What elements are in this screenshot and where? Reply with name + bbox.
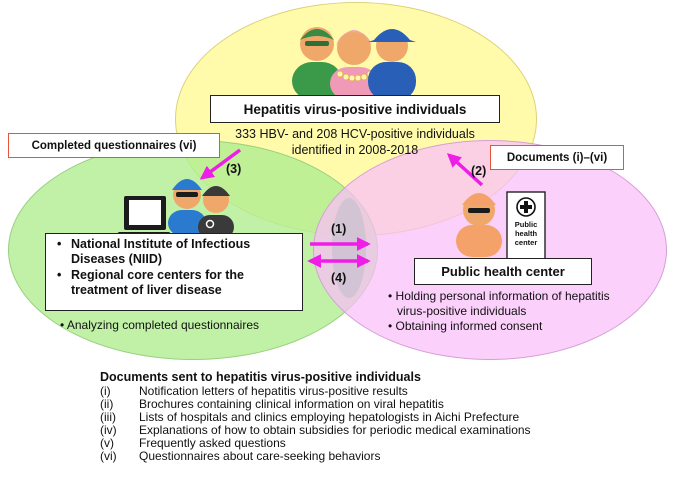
- document-text: Brochures containing clinical informatio…: [139, 397, 444, 411]
- niid-item: Regional core centers for the treatment …: [54, 268, 298, 298]
- identified-count-note: 333 HBV- and 208 HCV-positive individual…: [235, 127, 475, 157]
- step-4-label: (4): [331, 271, 347, 285]
- document-text: Frequently asked questions: [139, 436, 286, 450]
- health-staff-icon: [456, 193, 502, 257]
- document-item: (iv) Explanations of how to obtain subsi…: [100, 424, 660, 437]
- hepatitis-positive-title: Hepatitis virus-positive individuals: [243, 101, 467, 117]
- document-text: Lists of hospitals and clinics employing…: [139, 410, 520, 424]
- document-number: (vi): [100, 449, 117, 463]
- person-blue-icon: [368, 29, 416, 100]
- document-number: (iv): [100, 423, 117, 437]
- hepatitis-positive-title-box: Hepatitis virus-positive individuals: [210, 95, 500, 123]
- document-item: (ii) Brochures containing clinical infor…: [100, 398, 660, 411]
- document-number: (iii): [100, 410, 116, 424]
- public-health-center-title: Public health center: [441, 264, 565, 279]
- document-text: Notification letters of hepatitis virus-…: [139, 384, 408, 398]
- person-green-icon: [292, 27, 342, 100]
- arrow-step-2: [446, 153, 484, 187]
- document-item: (v) Frequently asked questions: [100, 437, 660, 450]
- document-item: (i) Notification letters of hepatitis vi…: [100, 385, 660, 398]
- document-item: (iii) Lists of hospitals and clinics emp…: [100, 411, 660, 424]
- sign-label: Public health center: [514, 220, 538, 247]
- document-number: (i): [100, 384, 111, 398]
- niid-list: National Institute of Infectious Disease…: [46, 234, 302, 298]
- step-1-label: (1): [331, 222, 347, 236]
- document-number: (v): [100, 436, 114, 450]
- arrow-step-3: [199, 148, 242, 180]
- phc-note: • Holding personal information of hepati…: [388, 289, 610, 318]
- documents-list: Documents sent to hepatitis virus-positi…: [100, 371, 660, 463]
- document-item: (vi) Questionnaires about care-seeking b…: [100, 450, 660, 463]
- public-health-center-title-box: Public health center: [414, 258, 592, 285]
- document-text: Explanations of how to obtain subsidies …: [139, 423, 531, 437]
- computer-icon: [118, 196, 170, 238]
- researcher-icon: [168, 179, 206, 236]
- document-text: Questionnaires about care-seeking behavi…: [139, 449, 381, 463]
- niid-note: • Analyzing completed questionnaires: [60, 318, 259, 332]
- niid-box: National Institute of Infectious Disease…: [45, 233, 303, 311]
- completed-questionnaires-label: Completed questionnaires (vi): [8, 133, 220, 158]
- step-2-label: (2): [471, 164, 487, 178]
- public-health-center-notes: • Holding personal information of hepati…: [388, 289, 638, 334]
- person-pink-icon: [330, 30, 378, 100]
- niid-item: National Institute of Infectious Disease…: [54, 237, 298, 267]
- step-3-label: (3): [226, 162, 242, 176]
- public-health-center-sign-icon: [506, 191, 546, 261]
- document-number: (ii): [100, 397, 114, 411]
- documents-label: Documents (i)–(vi): [490, 145, 624, 170]
- doctor-icon: [198, 186, 234, 239]
- documents-list-title: Documents sent to hepatitis virus-positi…: [100, 370, 421, 384]
- phc-note: • Obtaining informed consent: [388, 319, 543, 333]
